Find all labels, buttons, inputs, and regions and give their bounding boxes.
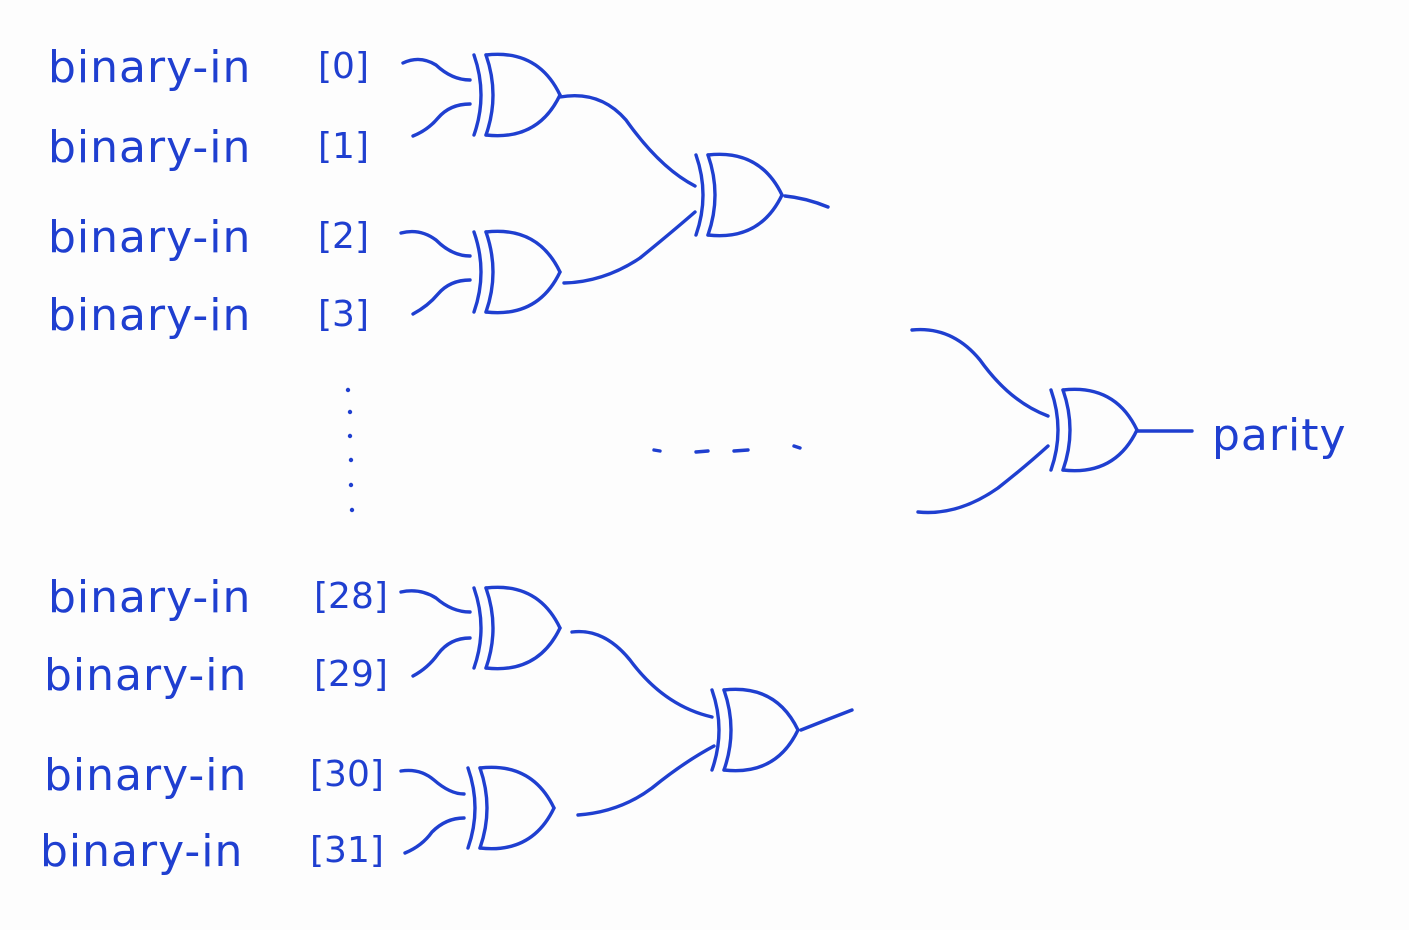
xor-gate-0-3 xyxy=(694,152,784,238)
input-labels: binary-in [0] binary-in [1] binary-in [2… xyxy=(40,42,388,877)
horizontal-ellipsis xyxy=(652,444,802,454)
wire-in-2 xyxy=(399,229,472,258)
wire-in-28 xyxy=(399,589,472,614)
wire-g3031-out xyxy=(576,744,716,817)
xor-gate-28-31 xyxy=(710,687,800,773)
xor-gate-30-31 xyxy=(466,765,556,851)
wire-in-0 xyxy=(401,57,472,82)
input-label-0: binary-in xyxy=(48,42,251,93)
output-label-parity: parity xyxy=(1212,410,1347,461)
wire-in-3 xyxy=(411,278,472,316)
input-label-2: binary-in xyxy=(48,212,251,263)
input-index-29: [29] xyxy=(314,654,388,695)
input-index-30: [30] xyxy=(310,754,384,795)
xor-gate-final xyxy=(1049,387,1139,473)
input-index-3: [3] xyxy=(318,294,369,335)
input-index-0: [0] xyxy=(318,46,369,87)
input-label-30: binary-in xyxy=(44,750,247,801)
wire-g01-out xyxy=(558,94,697,188)
wire-final-bottom-in xyxy=(916,444,1050,515)
input-label-29: binary-in xyxy=(44,650,247,701)
vertical-ellipsis xyxy=(345,387,355,513)
xor-gate-2-3 xyxy=(472,229,562,315)
wire-in-31 xyxy=(403,816,466,855)
wire-in-30 xyxy=(399,768,466,796)
input-index-31: [31] xyxy=(310,830,384,871)
wire-g03-out xyxy=(783,194,830,209)
wire-in-1 xyxy=(411,102,472,138)
input-label-3: binary-in xyxy=(48,290,251,341)
xor-gate-28-29 xyxy=(472,585,562,671)
wire-final-top-in xyxy=(910,327,1050,418)
input-label-28: binary-in xyxy=(48,572,251,623)
input-index-2: [2] xyxy=(318,216,369,257)
xor-gate-0-1 xyxy=(472,52,562,138)
wire-g2831-out xyxy=(799,708,854,732)
input-index-28: [28] xyxy=(314,576,388,617)
wire-in-29 xyxy=(411,636,472,678)
input-index-1: [1] xyxy=(318,126,369,167)
wire-g2829-out xyxy=(570,629,714,719)
wire-g23-out xyxy=(562,210,697,285)
input-label-1: binary-in xyxy=(48,122,251,173)
input-label-31: binary-in xyxy=(40,826,243,877)
